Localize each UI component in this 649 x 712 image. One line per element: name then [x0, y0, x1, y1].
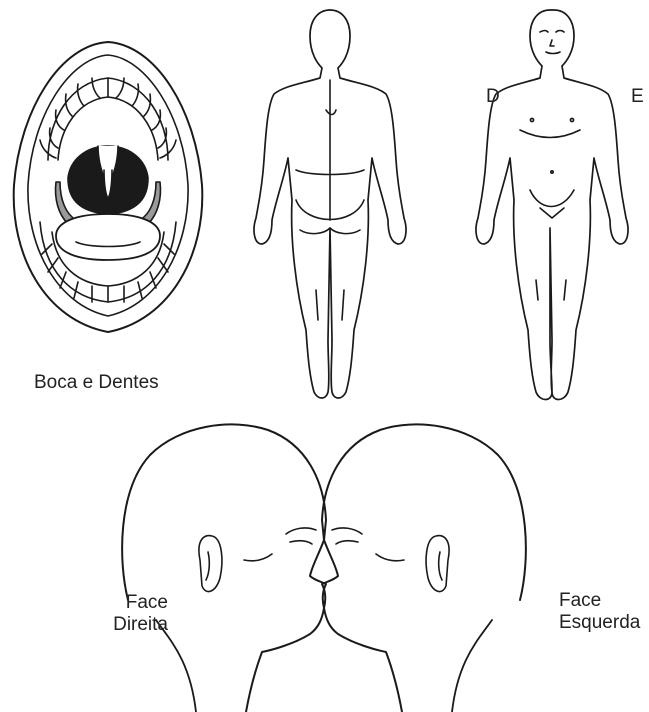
mouth-label: Boca e Dentes	[34, 372, 159, 394]
head-right-profile	[122, 424, 338, 712]
face-left-label-line2: Esquerda	[559, 612, 649, 634]
throat-uvula	[56, 146, 161, 224]
face-right-label-line1: Face	[78, 592, 168, 614]
face-left-label-line1: Face	[559, 590, 649, 612]
face-right-label-line2: Direita	[78, 614, 168, 636]
body-right-side-label: D	[486, 86, 500, 108]
body-back-view	[254, 10, 406, 398]
head-left-profile	[310, 424, 526, 712]
body-left-side-label: E	[631, 86, 644, 108]
mouth-teeth-diagram	[14, 42, 203, 332]
face-right-label: Face Direita	[78, 592, 168, 636]
body-front-view	[476, 10, 628, 400]
face-left-label: Face Esquerda	[559, 590, 649, 634]
tongue	[56, 214, 160, 260]
